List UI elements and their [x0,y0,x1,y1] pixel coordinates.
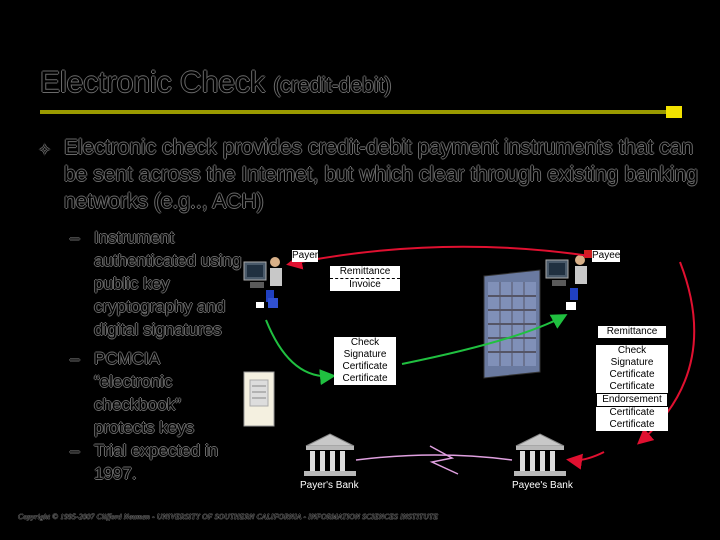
server-tower-icon [483,269,541,379]
bank-link-line [355,454,513,461]
zigzag-arrow [429,445,459,475]
payers-bank-label: Payer's Bank [300,480,359,491]
sub-bullet-1: Instrument authenticated using public ke… [94,228,242,339]
check-line: Check [334,337,396,349]
certificate-line: Certificate [596,407,668,419]
payer-computer-icon [243,257,282,308]
certificate-line: Certificate [596,419,668,431]
payers-bank-icon [304,433,356,476]
title-rule [40,110,670,114]
payees-bank-label: Payee's Bank [512,480,573,491]
slide-title: Electronic Check (credit-debit) [40,66,391,100]
payer-check-doc: Check Signature Certificate Certificate [334,337,396,385]
dash-icon: – [70,441,80,460]
payee-label: Payee [592,250,621,262]
certificate-line: Certificate [334,361,396,373]
certificate-line: Certificate [596,369,668,381]
remittance-invoice-doc: Remittance Invoice [330,266,400,291]
certificate-line: Certificate [596,381,668,393]
invoice-arrow [286,245,591,270]
certificate-line: Certificate [334,373,396,385]
payee-computer-icon [545,250,592,310]
title-sub: (credit-debit) [273,74,392,97]
sub-bullet-3: Trial expected in 1997. [94,441,219,483]
copyright-footer: Copyright © 1995-2007 Clifford Neuman - … [18,512,439,521]
check-line: Check [596,345,668,357]
pcmcia-checkbook-icon [243,371,275,427]
dash-icon: – [70,349,80,368]
payer-label: Payer [292,250,319,262]
payee-check-doc: Check Signature Certificate Certificate … [596,345,668,431]
title-rule-end-block [666,106,682,118]
payer-check-arrow-2 [401,314,568,365]
payer-check-arrow [265,319,336,386]
invoice-line: Invoice [330,279,400,291]
payee-remittance-doc: Remittance [598,326,666,338]
endorsement-line: Endorsement [596,393,668,407]
remittance-line: Remittance [330,266,400,279]
sub-bullet-2: PCMCIA “electronic checkbook” protects k… [94,349,195,437]
signature-line: Signature [334,349,396,361]
bullet-icon: ✧ [38,142,52,159]
payees-bank-icon [514,433,566,476]
main-bullet-text: Electronic check provides credit-debit p… [64,136,698,213]
signature-line: Signature [596,357,668,369]
title-main: Electronic Check [40,66,266,99]
dash-icon: – [70,228,80,247]
payee-to-bank-arrow [566,451,605,470]
